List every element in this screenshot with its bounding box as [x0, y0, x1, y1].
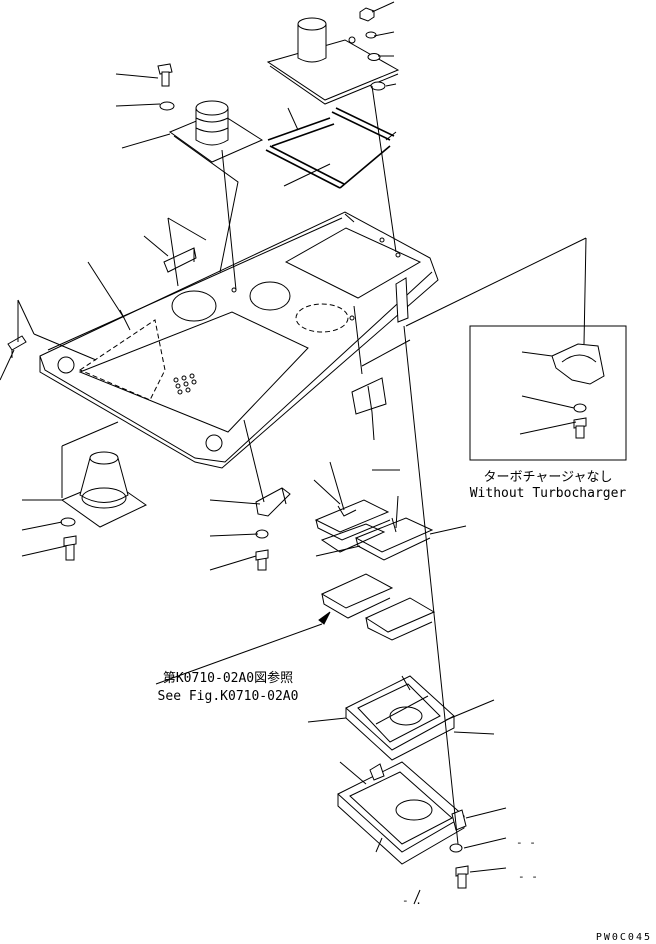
lower-tray: [337, 761, 467, 865]
bracket-right-tall: [395, 277, 409, 323]
reference-label-en: See Fig.K0710-02A0: [158, 689, 299, 704]
bolt-washer-set-bottom-right: [449, 843, 469, 889]
top-nut-washer-set: [359, 7, 386, 91]
inset-caption-ja: ターボチャージャなし: [484, 470, 613, 485]
inset-without-turbocharger: [469, 325, 627, 461]
bolt-washer-set-lower-center: [255, 529, 269, 571]
muffler-plate-upper: [168, 100, 264, 163]
bracket-lower-center: [255, 487, 291, 517]
seal-strips: [265, 107, 395, 189]
filter-pads-lower: [320, 573, 436, 641]
main-floor-plate: [39, 211, 439, 469]
drawing-code: PW0C045: [596, 932, 652, 943]
bracket-far-left: [7, 335, 27, 358]
upper-tray: [345, 675, 455, 761]
leader-dash-1: - -: [516, 836, 536, 849]
bolt-washer-set-top-left: [157, 63, 175, 111]
bolt-washer-set-lower-left: [60, 517, 77, 561]
top-cover-plate-with-stack: [266, 17, 400, 105]
leader-dash-2: - -: [518, 870, 538, 883]
bracket-right-floor: [351, 377, 387, 415]
inset-caption-en: Without Turbocharger: [470, 486, 627, 501]
bolt-hole-grid: [173, 373, 197, 395]
muffler-plate-lower: [60, 451, 147, 528]
reference-arrowhead: [318, 611, 331, 625]
leader-lines: [0, 1, 587, 905]
leader-dash-3: - .: [402, 894, 422, 907]
reference-label-ja: 第K0710-02A0図参照: [163, 670, 293, 686]
bracket-upper-left: [163, 247, 197, 273]
filter-pads-upper: [314, 499, 434, 561]
